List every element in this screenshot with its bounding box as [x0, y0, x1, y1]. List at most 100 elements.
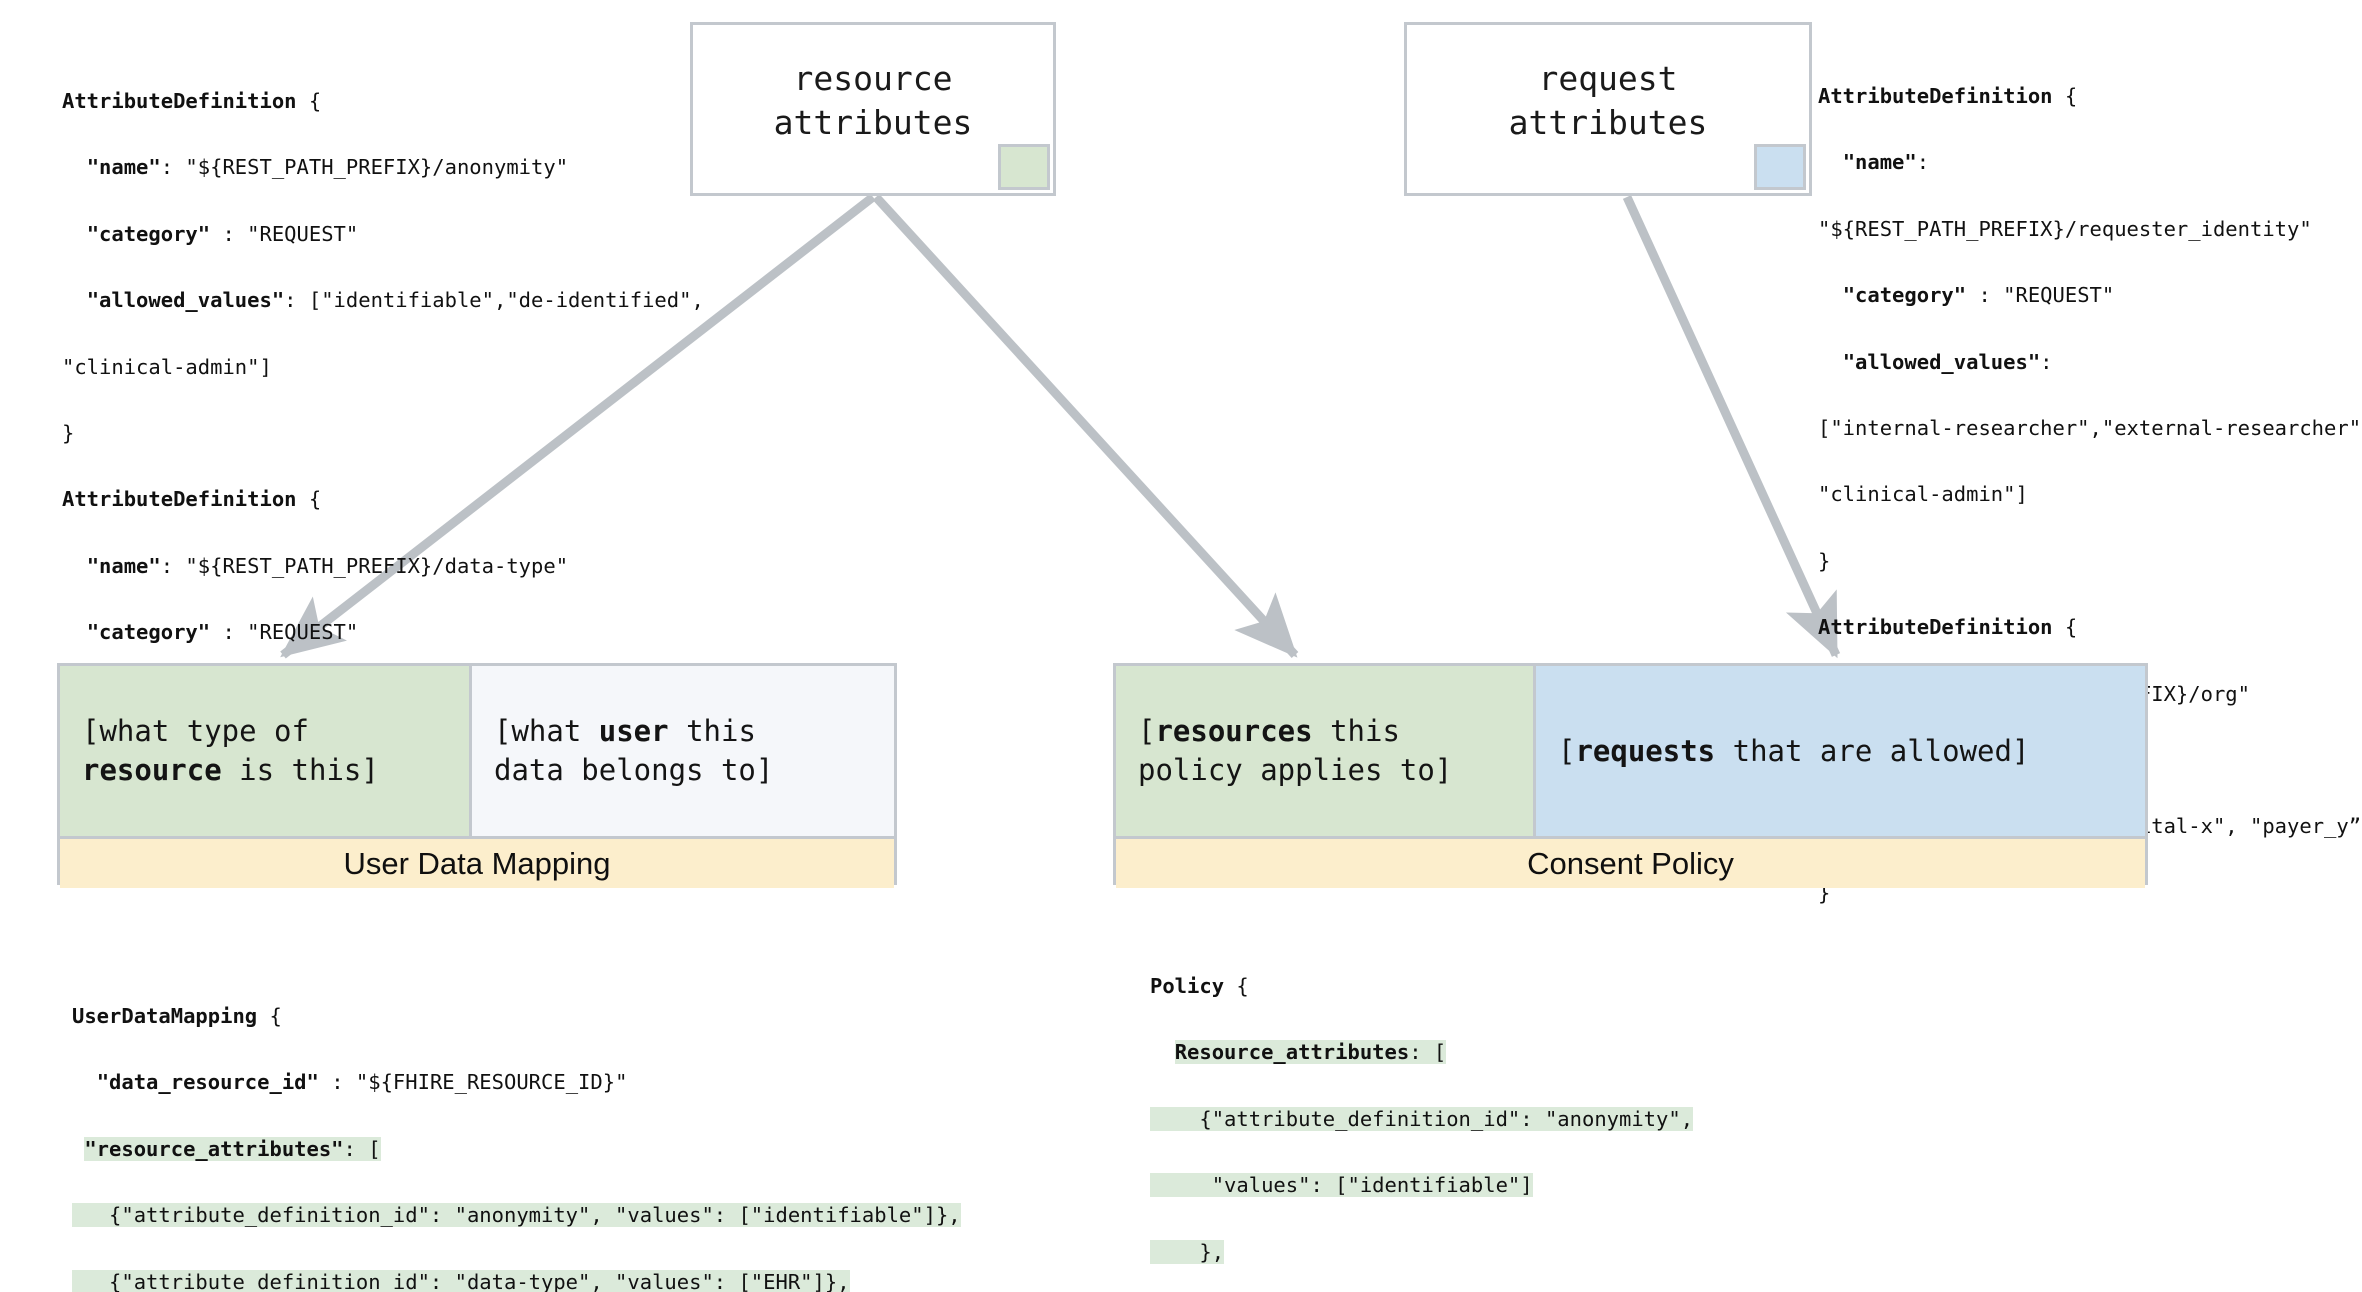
- resource-attributes-label: resource attributes: [773, 59, 973, 142]
- request-attributes-box[interactable]: request attributes: [1404, 22, 1812, 196]
- resource-cell-text: [what type of resource is this]: [82, 714, 379, 787]
- code-token: }: [1818, 548, 1831, 573]
- code-token: {: [2052, 84, 2078, 108]
- user-data-mapping-card[interactable]: [what type of resource is this] [what us…: [57, 663, 897, 888]
- code-line: "category" : "REQUEST": [1818, 279, 2358, 312]
- code-line: "data_resource_id" : "${FHIRE_RESOURCE_I…: [72, 1066, 972, 1099]
- code-token: {: [2052, 615, 2078, 640]
- code-token: [1818, 283, 1843, 307]
- code-line: UserDataMapping {: [72, 1000, 972, 1033]
- user-keyword: user: [598, 714, 669, 749]
- code-token: }: [62, 421, 75, 446]
- code-token: "resource_attributes": [84, 1136, 344, 1161]
- consent-policy-body: [resources this policy applies to] [requ…: [1116, 666, 2145, 836]
- code-token: [62, 222, 87, 246]
- requests-keyword: requests: [1575, 733, 1716, 768]
- resources-keyword: resources: [1155, 714, 1313, 749]
- arrow-request-to-policy: [1622, 195, 1841, 659]
- code-line: },: [1150, 1236, 2360, 1269]
- code-token: AttributeDefinition: [1818, 84, 2053, 108]
- code-token: {: [296, 89, 322, 113]
- code-token: : "REQUEST": [210, 620, 359, 645]
- arrow-resource-to-policy: [872, 193, 1299, 659]
- code-token: {"attribute_definition_id": "data-type",…: [72, 1269, 850, 1292]
- code-token: AttributeDefinition: [1818, 615, 2053, 640]
- code-token: "allowed_values": [1842, 349, 2041, 374]
- code-line: "allowed_values":: [1818, 346, 2358, 379]
- code-line: Resource_attributes: [: [1150, 1036, 2360, 1069]
- code-token: "category": [1842, 283, 1967, 308]
- green-swatch: [998, 144, 1050, 190]
- code-line: }: [62, 417, 682, 450]
- code-token: "name": [86, 553, 161, 578]
- code-line: "values": ["identifiable"]: [1150, 1169, 2360, 1202]
- code-token: [72, 1070, 97, 1094]
- policy-resources-cell[interactable]: [resources this policy applies to]: [1116, 666, 1536, 836]
- resource-attributes-box[interactable]: resource attributes: [690, 22, 1056, 196]
- policy-requests-cell[interactable]: [requests that are allowed]: [1536, 666, 2145, 836]
- code-token: {: [1224, 974, 1249, 998]
- code-token: [1150, 1040, 1175, 1064]
- code-token: "clinical-admin"]: [62, 354, 272, 379]
- code-token: "values": ["identifiable"]: [1150, 1173, 1533, 1198]
- user-data-mapping-body: [what type of resource is this] [what us…: [60, 666, 894, 836]
- code-token: [62, 288, 87, 312]
- code-token: "clinical-admin"]: [1818, 482, 2028, 507]
- code-line: {"attribute_definition_id": "data-type",…: [72, 1266, 972, 1292]
- resource-keyword: resource: [82, 753, 222, 787]
- code-line: AttributeDefinition {: [1818, 80, 2358, 113]
- code-token: : "${REST_PATH_PREFIX}/data-type": [160, 553, 569, 578]
- code-token: "name": [86, 155, 161, 180]
- code-token: :: [1916, 150, 1930, 175]
- code-token: {"attribute_definition_id": "anonymity",…: [72, 1203, 961, 1228]
- code-token: "category": [86, 221, 211, 246]
- code-line: "name": "${REST_PATH_PREFIX}/data-type": [62, 550, 682, 583]
- code-token: : "${FHIRE_RESOURCE_ID}": [318, 1070, 628, 1095]
- user-data-mapping-code: UserDataMapping { "data_resource_id" : "…: [72, 1000, 972, 1292]
- code-token: Resource_attributes: [1174, 1040, 1410, 1065]
- code-token: [62, 620, 87, 644]
- code-line: "clinical-admin"]: [1818, 478, 2358, 511]
- code-token: : "REQUEST": [1966, 283, 2115, 308]
- code-token: {: [257, 1004, 282, 1028]
- code-token: : "${REST_PATH_PREFIX}/anonymity": [160, 155, 569, 180]
- code-token: [62, 554, 87, 578]
- code-line: Policy {: [1150, 970, 2360, 1003]
- code-line: {"attribute_definition_id": "anonymity",: [1150, 1103, 2360, 1136]
- user-cell-text: [what user this data belongs to]: [494, 714, 774, 787]
- code-token: "data_resource_id": [96, 1070, 319, 1095]
- code-token: [1818, 350, 1843, 374]
- code-token: {"attribute_definition_id": "anonymity",: [1150, 1106, 1694, 1131]
- resource-attribute-definitions-code: AttributeDefinition { "name": "${REST_PA…: [62, 85, 704, 782]
- code-line: "name":: [1818, 146, 2358, 179]
- user-data-mapping-footer-label: User Data Mapping: [343, 845, 611, 881]
- code-line: AttributeDefinition {: [1818, 611, 2358, 644]
- code-token: : ["identifiable","de-identified",: [284, 288, 704, 313]
- code-token: ["internal-researcher","external-researc…: [1818, 416, 2362, 441]
- user-cell[interactable]: [what user this data belongs to]: [472, 666, 894, 836]
- code-line: "allowed_values": ["identifiable","de-id…: [62, 284, 704, 317]
- code-line: ["internal-researcher","external-researc…: [1818, 412, 2362, 445]
- consent-policy-footer-label: Consent Policy: [1527, 845, 1734, 881]
- code-line: }: [1818, 545, 2358, 578]
- code-token: },: [1150, 1239, 1225, 1264]
- code-token: AttributeDefinition: [62, 487, 297, 512]
- code-line: AttributeDefinition {: [62, 483, 682, 516]
- code-line: "category" : "REQUEST": [62, 218, 682, 251]
- code-token: [62, 155, 87, 179]
- code-token: : [: [1409, 1040, 1447, 1065]
- code-line: "${REST_PATH_PREFIX}/requester_identity": [1818, 213, 2358, 246]
- code-token: : [: [343, 1136, 381, 1161]
- code-line: AttributeDefinition {: [62, 85, 682, 118]
- code-line: "resource_attributes": [: [72, 1133, 972, 1166]
- code-line: "name": "${REST_PATH_PREFIX}/anonymity": [62, 151, 682, 184]
- consent-policy-card[interactable]: [resources this policy applies to] [requ…: [1113, 663, 2148, 888]
- code-token: "name": [1842, 150, 1917, 175]
- code-token: UserDataMapping: [72, 1004, 258, 1028]
- code-token: "${REST_PATH_PREFIX}/requester_identity": [1818, 216, 2312, 241]
- code-token: {: [296, 487, 322, 512]
- resource-cell[interactable]: [what type of resource is this]: [60, 666, 472, 836]
- request-attributes-label: request attributes: [1508, 59, 1708, 142]
- user-data-mapping-footer: User Data Mapping: [60, 836, 894, 888]
